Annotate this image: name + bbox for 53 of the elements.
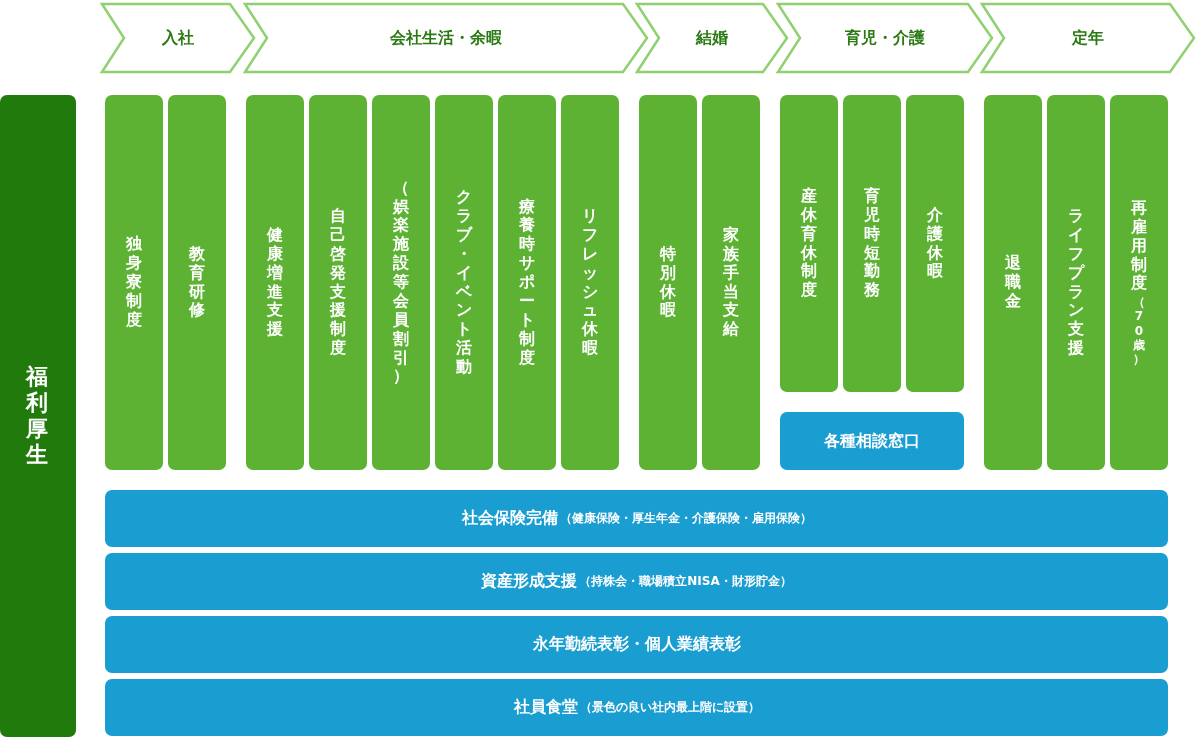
benefit-pillar	[309, 95, 367, 470]
benefit-note: （健康保険・厚生年金・介護保険・雇用保険）	[559, 510, 812, 527]
benefit-label: 療養時サポート制度	[518, 197, 536, 368]
benefit-label: 健康増進支援	[266, 225, 284, 340]
benefit-label: 自己啓発支援制度	[329, 207, 347, 358]
benefit-pillar	[498, 95, 556, 470]
benefit-pillar	[435, 95, 493, 470]
benefit-bar	[105, 616, 1168, 673]
category-band	[0, 95, 76, 737]
benefit-label: リフレッシュ休暇	[581, 207, 599, 358]
benefit-note: （景色の良い社内最上階に設置）	[579, 699, 760, 716]
stage-label: 結婚	[696, 27, 728, 49]
benefit-label: 介護休暇	[926, 205, 944, 282]
benefit-pillar	[702, 95, 760, 470]
benefit-pillar	[843, 95, 901, 392]
benefit-pillar	[1110, 95, 1168, 470]
benefit-pillar	[372, 95, 430, 470]
benefit-pillar	[105, 95, 163, 470]
benefit-label: 家族手当支給	[722, 225, 740, 340]
benefit-label: 社員食堂	[513, 697, 578, 718]
category-label: 福利厚生	[26, 364, 50, 468]
benefit-label: 再雇用制度	[1130, 198, 1148, 294]
benefit-label: 各種相談窓口	[824, 430, 920, 452]
benefit-pillar	[780, 95, 838, 392]
benefit-bar	[105, 490, 1168, 547]
benefit-label: 特別休暇	[659, 244, 677, 321]
benefit-label: 退職金	[1004, 254, 1022, 311]
stage-label: 定年	[1072, 27, 1104, 49]
stage-label: 会社生活・余暇	[390, 27, 502, 49]
benefit-bar	[105, 553, 1168, 610]
benefit-pillar	[639, 95, 697, 470]
benefit-pillar	[561, 95, 619, 470]
stage-label: 育児・介護	[845, 27, 925, 49]
benefit-note: （70歳）	[1132, 295, 1146, 367]
benefit-pillar	[984, 95, 1042, 470]
benefit-label: 独身寮制度	[125, 235, 143, 330]
benefit-label: 永年勤続表彰・個人業績表彰	[532, 634, 741, 655]
benefit-note: （持株会・職場積立NISA・財形貯金）	[579, 573, 792, 590]
benefit-label: 育児時短勤務	[863, 186, 881, 301]
benefit-label: ライフプラン支援	[1067, 207, 1085, 358]
benefit-label: 産休育休制度	[800, 186, 818, 301]
benefit-label: 教育研修	[188, 244, 206, 321]
benefit-pillar	[168, 95, 226, 470]
benefit-pillar	[906, 95, 964, 392]
benefit-pillar	[246, 95, 304, 470]
benefit-bar	[105, 679, 1168, 736]
benefit-box	[780, 412, 964, 470]
benefit-label: 社会保険完備	[461, 508, 558, 529]
benefit-label: 資産形成支援	[481, 571, 578, 592]
benefit-label: クラブ・イベント活動	[455, 188, 473, 377]
benefit-label: （娯楽施設等会員割引）	[392, 178, 410, 387]
benefit-pillar	[1047, 95, 1105, 470]
stage-label: 入社	[162, 27, 194, 49]
